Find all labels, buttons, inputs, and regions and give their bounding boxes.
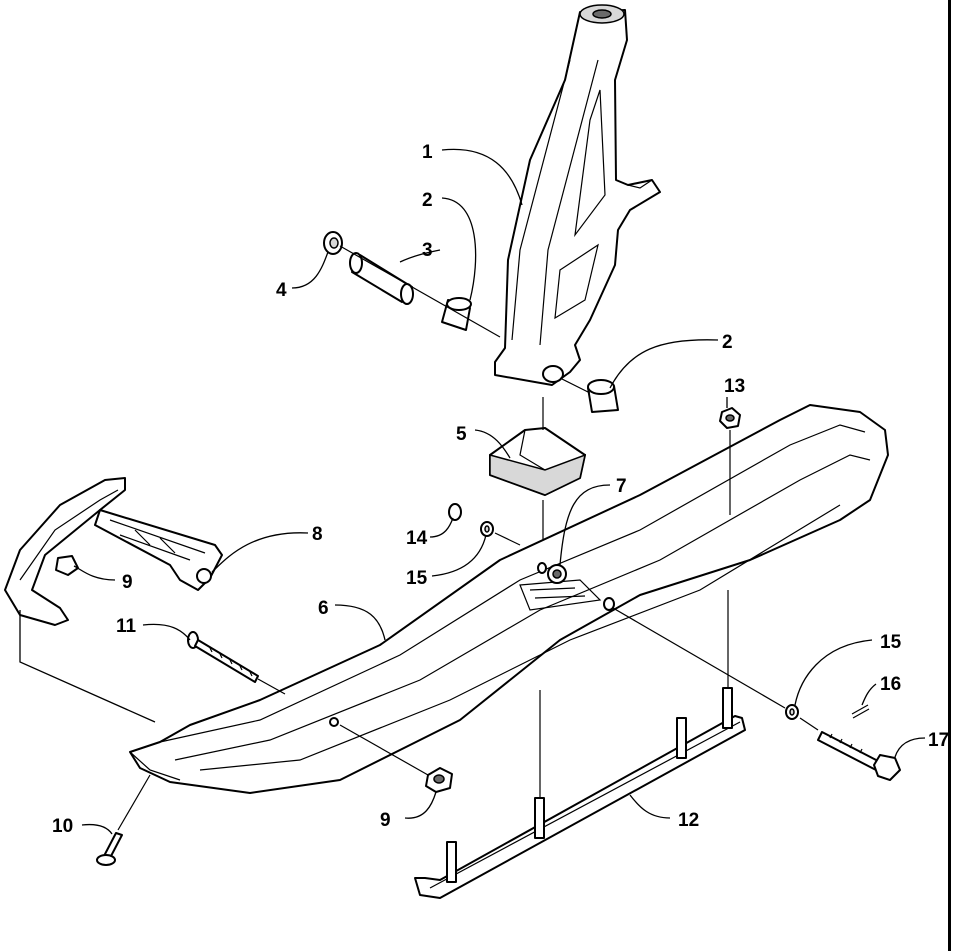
part-16-pin (851, 704, 870, 719)
callout-13: 13 (724, 376, 745, 397)
wear-bar-studs (446, 687, 733, 883)
callout-10: 10 (52, 816, 73, 837)
part-12-wear-bar (414, 687, 746, 899)
callout-11: 11 (116, 616, 137, 637)
callout-labels: 1 2 2 3 4 5 6 7 8 9 9 10 11 12 13 14 15 … (52, 142, 949, 837)
part-1-spindle (494, 4, 661, 386)
callout-8: 8 (312, 524, 323, 545)
callout-16: 16 (880, 674, 901, 695)
part-9-nut-lower (425, 767, 453, 793)
callout-17: 17 (928, 730, 949, 751)
part-5-damper (489, 427, 587, 496)
axis-line-bushings (339, 245, 501, 338)
axis-line-washer-upper (494, 532, 521, 546)
part-10-screw (96, 832, 123, 866)
part-14-nut (448, 503, 462, 521)
callout-7: 7 (616, 476, 627, 497)
part-9-nut-upper (55, 555, 79, 576)
axis-line-nut-lower (339, 724, 429, 776)
part-13-nut (719, 407, 741, 429)
part-2-bushing-left (441, 297, 472, 331)
callout-1: 1 (422, 142, 433, 163)
callout-2-right: 2 (722, 332, 733, 353)
callout-14: 14 (406, 528, 428, 549)
callout-3: 3 (422, 240, 433, 261)
callout-12: 12 (678, 810, 699, 831)
callout-6: 6 (318, 598, 329, 619)
axis-line-bushing-right (559, 377, 591, 394)
callout-leaders (73, 148, 926, 835)
axis-line-bolt (257, 678, 286, 695)
callout-15-upper: 15 (406, 568, 428, 589)
part-6-ski (129, 404, 889, 794)
callout-9-lower: 9 (380, 810, 391, 831)
part-15-washer-upper (480, 521, 494, 537)
part-7-pivot (537, 562, 567, 584)
assembly-bracket-line (19, 610, 156, 723)
part-17-bolt (817, 731, 901, 781)
part-2-bushing-right (587, 379, 619, 413)
page-edge-rule (948, 0, 951, 951)
axis-line-screw (117, 774, 151, 831)
part-4-washer (323, 231, 343, 255)
callout-4: 4 (276, 280, 287, 301)
callout-9-upper: 9 (122, 572, 133, 593)
callout-5: 5 (456, 424, 467, 445)
axis-line-bolt-17 (612, 607, 786, 709)
part-15-washer-lower (785, 704, 799, 720)
part-8-handle (4, 477, 223, 626)
callout-2-left: 2 (422, 190, 433, 211)
part-11-bolt (187, 631, 259, 683)
axis-line-bolt-17b (799, 717, 819, 731)
callout-15-lower: 15 (880, 632, 902, 653)
